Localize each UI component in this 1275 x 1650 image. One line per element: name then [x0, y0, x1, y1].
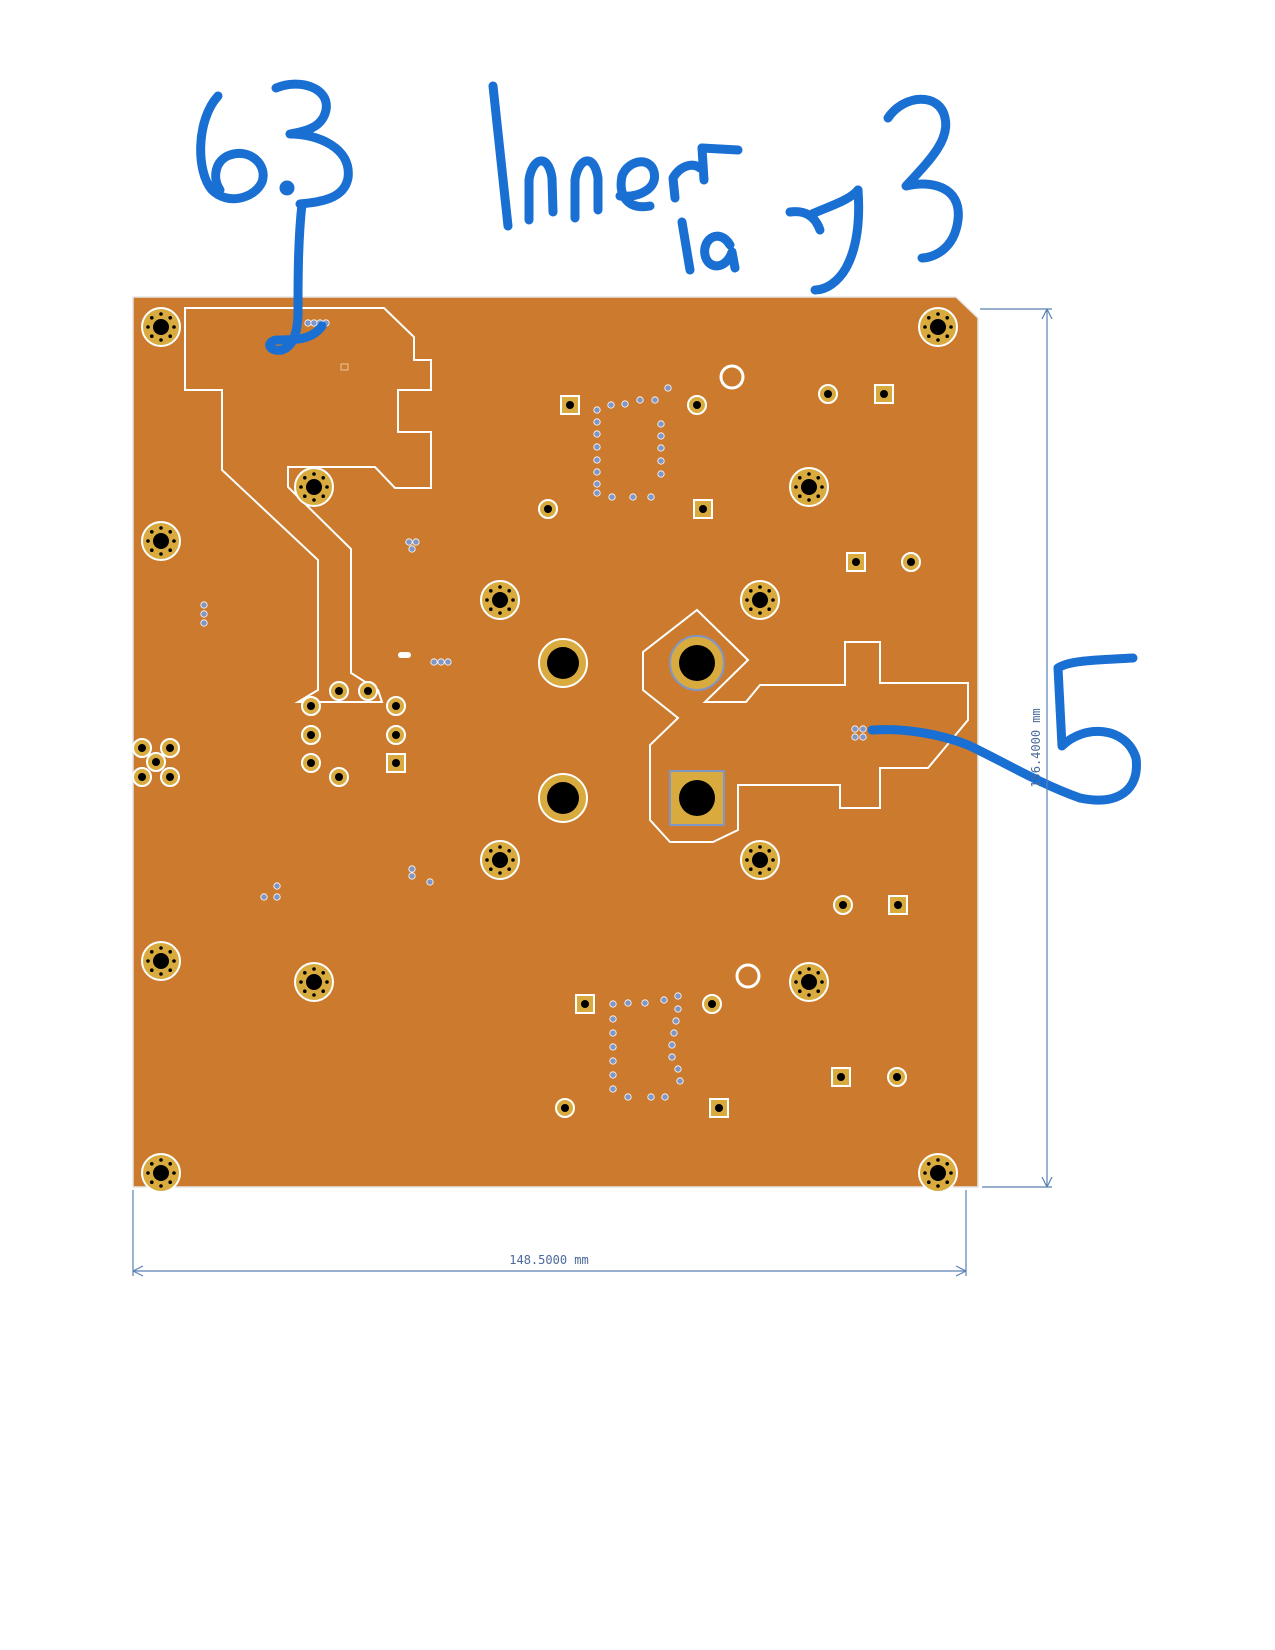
mounting-hole	[740, 840, 780, 880]
power-terminal	[538, 773, 588, 823]
dimension-height-label: 156.4000 mm	[1029, 708, 1043, 787]
mounting-hole	[294, 467, 334, 507]
mounting-hole	[480, 580, 520, 620]
dimension-width	[132, 1190, 967, 1277]
mounting-hole	[480, 840, 520, 880]
small-pad	[702, 994, 722, 1014]
connector-pad	[831, 1067, 851, 1087]
ring-pad	[735, 963, 761, 989]
copper-island-right	[642, 608, 969, 843]
small-pad	[693, 499, 713, 519]
slot-pad	[398, 652, 411, 658]
board-copper	[132, 296, 979, 1188]
connector-pad	[818, 384, 838, 404]
mounting-hole	[918, 1153, 958, 1193]
dimension-width-label: 148.5000 mm	[509, 1253, 588, 1267]
mounting-hole	[789, 467, 829, 507]
power-terminal	[669, 635, 725, 691]
connector-pad	[874, 384, 894, 404]
small-pad	[575, 994, 595, 1014]
small-pad	[555, 1098, 575, 1118]
connector-pad	[901, 552, 921, 572]
small-pad	[687, 395, 707, 415]
connector-pad	[846, 552, 866, 572]
mounting-hole	[141, 941, 181, 981]
mounting-hole	[141, 307, 181, 347]
copper-island-left	[184, 307, 432, 703]
small-pad	[560, 395, 580, 415]
handwriting-annotations	[196, 79, 1141, 805]
mounting-hole	[141, 521, 181, 561]
mounting-hole	[740, 580, 780, 620]
dimension-height	[980, 308, 1053, 1188]
small-pad	[709, 1098, 729, 1118]
mounting-hole	[294, 962, 334, 1002]
ring-pad	[719, 364, 745, 390]
mounting-hole	[918, 307, 958, 347]
mounting-hole	[141, 1153, 181, 1193]
small-pad	[538, 499, 558, 519]
power-terminal	[538, 638, 588, 688]
connector-pad	[833, 895, 853, 915]
footprint-mark	[340, 363, 349, 371]
power-terminal-square	[669, 770, 725, 826]
mounting-hole	[789, 962, 829, 1002]
connector-pad	[888, 895, 908, 915]
connector-pad	[887, 1067, 907, 1087]
